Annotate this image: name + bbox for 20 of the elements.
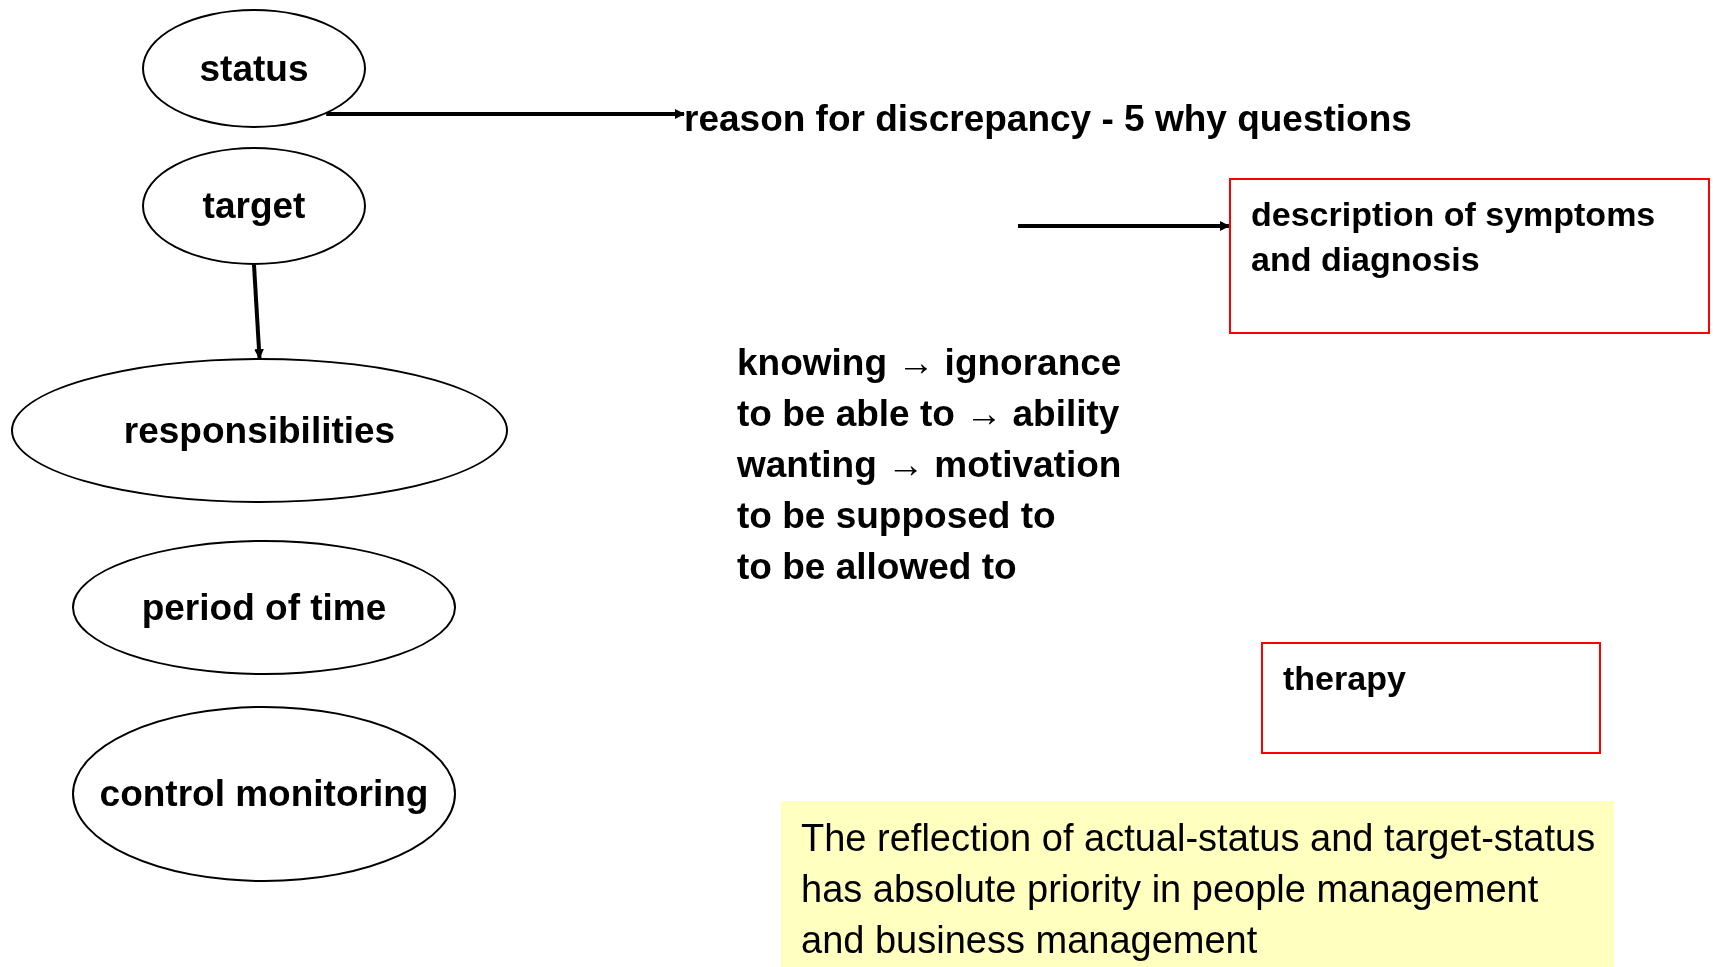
heading-text: reason for discrepancy - 5 why questions (684, 97, 1412, 141)
arrow (252, 264, 264, 359)
node-text: status (199, 46, 309, 91)
text-box (1261, 642, 1601, 754)
note-box (781, 801, 1614, 967)
node-text: therapy (1283, 659, 1406, 697)
node-text: target (202, 184, 306, 228)
list-line: to be able to → ability (737, 392, 1121, 436)
node-text: period of time (141, 585, 387, 630)
node-text: control monitoring (99, 772, 429, 816)
arrow (1018, 221, 1230, 231)
list-line: to be supposed to (737, 494, 1057, 538)
arrow (326, 109, 685, 119)
node-text: The reflection of actual-status and target-status has absolute priority in people management and business management (801, 817, 1596, 961)
list-line: wanting → motivation (737, 443, 1122, 487)
node-text: responsibilities (123, 408, 396, 453)
list-line: to be allowed to (737, 545, 1018, 589)
list-line: knowing → ignorance (737, 341, 1122, 385)
node-text: description of symptoms and diagnosis (1251, 195, 1656, 278)
text-box (1229, 178, 1710, 334)
